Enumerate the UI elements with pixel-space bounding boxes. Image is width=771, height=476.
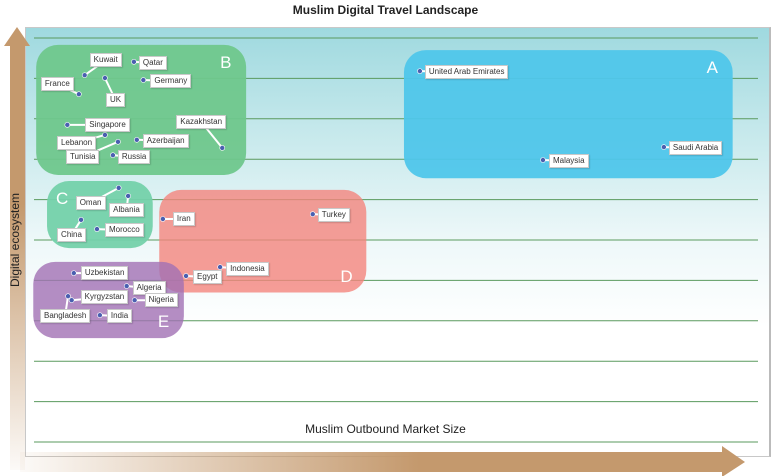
group-b-letter: B <box>220 52 232 72</box>
point-nigeria <box>131 297 138 303</box>
point-label-germany: Germany <box>150 74 192 89</box>
point-egypt <box>183 273 189 279</box>
point-morocco <box>94 226 100 232</box>
point-saudi-arabia <box>661 144 667 150</box>
point-united-arab-emirates <box>417 68 423 74</box>
point-kuwait <box>81 72 88 78</box>
point-uk <box>102 75 108 81</box>
point-azerbaijan <box>134 137 140 143</box>
point-malaysia <box>540 157 546 163</box>
point-label-turkey: Turkey <box>317 208 350 223</box>
group-a-region <box>403 50 733 179</box>
point-india <box>97 312 103 318</box>
point-label-albania: Albania <box>109 202 144 217</box>
point-label-kuwait: Kuwait <box>89 53 122 68</box>
point-label-oman: Oman <box>75 195 106 210</box>
point-label-china: China <box>57 227 86 242</box>
point-kyrgyzstan <box>68 297 75 303</box>
point-france <box>76 91 82 97</box>
point-uzbekistan <box>71 270 77 276</box>
point-label-malaysia: Malaysia <box>548 154 589 168</box>
point-label-saudi-arabia: Saudi Arabia <box>668 141 723 156</box>
point-albania <box>125 193 131 199</box>
point-label-india: India <box>106 309 133 324</box>
point-label-united-arab-emirates: United Arab Emirates <box>424 65 509 80</box>
point-label-egypt: Egypt <box>193 269 222 284</box>
point-indonesia <box>217 264 223 270</box>
point-kazakhstan <box>219 145 226 151</box>
point-label-azerbaijan: Azerbaijan <box>142 133 189 148</box>
point-qatar <box>131 59 137 65</box>
point-label-russia: Russia <box>117 150 151 165</box>
point-label-morocco: Morocco <box>104 223 144 238</box>
point-turkey <box>309 211 316 217</box>
point-label-tunisia: Tunisia <box>65 149 100 164</box>
group-d-letter: D <box>340 266 353 286</box>
point-iran <box>160 216 166 222</box>
point-label-uk: UK <box>105 92 126 107</box>
point-lebanon <box>102 132 108 138</box>
point-label-bangladesh: Bangladesh <box>40 309 91 324</box>
point-label-nigeria: Nigeria <box>144 293 178 308</box>
point-label-qatar: Qatar <box>138 55 167 70</box>
point-tunisia <box>115 139 121 145</box>
point-label-kyrgyzstan: Kyrgyzstan <box>80 290 129 305</box>
point-singapore <box>64 122 71 128</box>
point-label-kazakhstan: Kazakhstan <box>176 114 227 129</box>
point-oman <box>115 185 122 191</box>
group-c-letter: C <box>56 189 69 209</box>
group-e-letter: E <box>157 312 170 332</box>
point-label-uzbekistan: Uzbekistan <box>80 266 129 281</box>
point-label-iran: Iran <box>172 211 195 226</box>
point-label-singapore: Singapore <box>85 117 130 132</box>
chart-title: Muslim Digital Travel Landscape <box>292 3 479 17</box>
y-axis-label: Digital ecosystem <box>8 192 22 288</box>
point-bangladesh <box>65 293 71 299</box>
group-a-letter: A <box>706 58 718 78</box>
point-china <box>78 217 84 223</box>
x-axis-label: Muslim Outbound Market Size <box>305 422 466 436</box>
x-axis-arrow <box>20 446 745 476</box>
point-label-lebanon: Lebanon <box>56 135 97 150</box>
y-axis-arrow <box>4 27 30 470</box>
point-label-indonesia: Indonesia <box>226 262 269 277</box>
point-label-france: France <box>40 77 74 92</box>
point-algeria <box>123 283 130 289</box>
point-germany <box>140 77 147 83</box>
point-russia <box>110 152 116 158</box>
